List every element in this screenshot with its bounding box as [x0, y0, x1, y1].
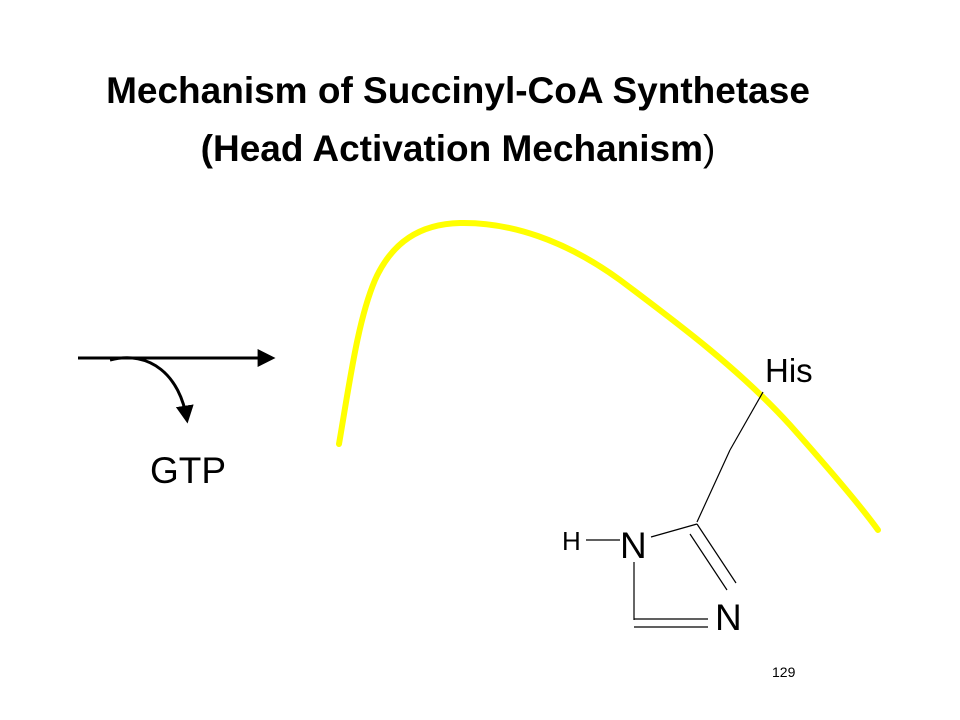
- side-chain-bond-upper: [729, 391, 764, 451]
- his-label: His: [765, 352, 813, 389]
- ring-bond-n1-c2: [650, 523, 698, 538]
- ring-nitrogen-3: N: [715, 597, 742, 638]
- gtp-branch-arrow: [109, 356, 194, 424]
- ring-double-bond-outer: [696, 523, 737, 584]
- title-line-1: Mechanism of Succinyl-CoA Synthetase: [106, 70, 810, 111]
- slide-title: Mechanism of Succinyl-CoA Synthetase (He…: [0, 62, 916, 178]
- side-chain-bond-lower: [696, 449, 731, 523]
- enzyme-outline-curve: [336, 219, 881, 533]
- ring-nitrogen-1: N: [620, 525, 647, 566]
- hydrogen-label: H: [562, 526, 581, 556]
- slide-number: 129: [772, 664, 796, 680]
- title-line-2: (Head Activation Mechanism): [0, 120, 916, 178]
- title-close-paren: ): [703, 128, 716, 169]
- title-line-2-text: Head Activation Mechanism: [212, 128, 704, 169]
- title-open-paren: (: [200, 128, 213, 169]
- ring-double-bond-inner: [689, 533, 728, 591]
- gtp-label: GTP: [150, 450, 226, 491]
